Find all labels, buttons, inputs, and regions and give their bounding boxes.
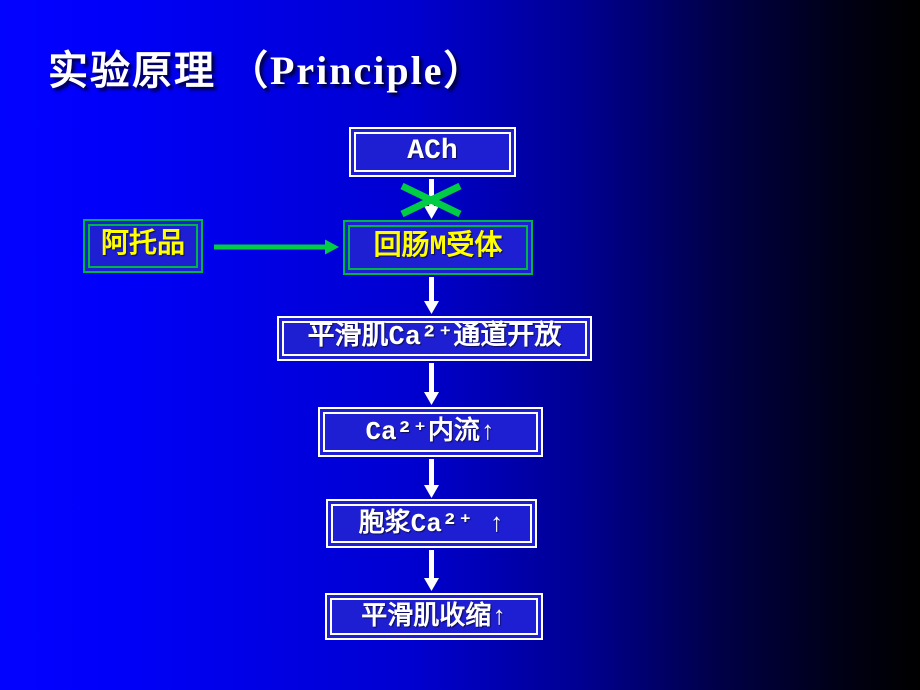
block-cross-icon bbox=[400, 182, 462, 218]
arrow-influx-to-cytoplasm bbox=[424, 459, 439, 498]
flow-node-atropine: 阿托品 bbox=[83, 219, 203, 273]
arrow-atropine-to-receptor bbox=[214, 239, 339, 255]
flow-node-ach-label: ACh bbox=[354, 132, 511, 172]
arrow-channel-to-influx bbox=[424, 363, 439, 405]
flow-node-cytoplasm-ca-label: 胞浆Ca²⁺ ↑ bbox=[331, 504, 532, 543]
flow-node-atropine-label: 阿托品 bbox=[88, 224, 198, 268]
arrow-ach-to-receptor bbox=[424, 179, 439, 219]
flow-node-ca-channel-label: 平滑肌Ca²⁺通道开放 bbox=[282, 321, 587, 356]
flow-node-ach: ACh bbox=[349, 127, 516, 177]
arrow-cytoplasm-to-contraction bbox=[424, 550, 439, 591]
flow-node-ca-influx: Ca²⁺内流↑ bbox=[318, 407, 543, 457]
flow-node-contraction-label: 平滑肌收缩↑ bbox=[330, 598, 538, 635]
arrow-receptor-to-channel bbox=[424, 277, 439, 314]
flow-node-ca-channel: 平滑肌Ca²⁺通道开放 bbox=[277, 316, 592, 361]
flow-node-ca-influx-label: Ca²⁺内流↑ bbox=[323, 412, 538, 452]
page-title: 实验原理 （Principle） bbox=[48, 48, 486, 93]
flow-node-m-receptor: 回肠M受体 bbox=[343, 220, 533, 275]
flow-node-contraction: 平滑肌收缩↑ bbox=[325, 593, 543, 640]
flow-node-m-receptor-label: 回肠M受体 bbox=[348, 225, 528, 270]
flow-node-cytoplasm-ca: 胞浆Ca²⁺ ↑ bbox=[326, 499, 537, 548]
